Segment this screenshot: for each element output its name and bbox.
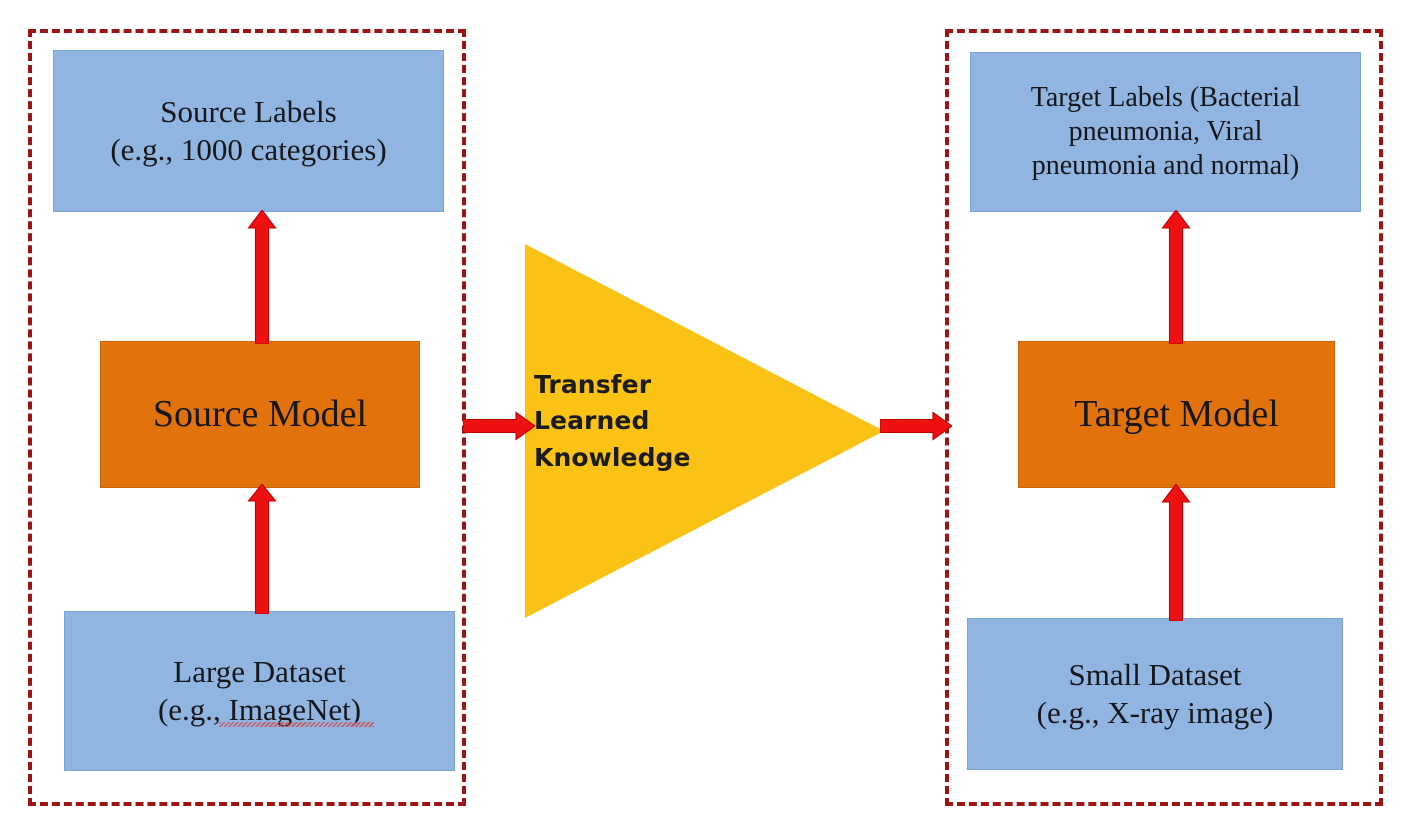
arrow-target-model-to-target-labels [1155,210,1197,344]
small-dataset-line1: Small Dataset [1068,657,1242,693]
large-dataset-line2: (e.g., ImageNet) [157,692,362,727]
source-labels-box[interactable]: Source Labels(e.g., 1000 categories) [53,50,444,212]
target-labels-line3: pneumonia and normal) [1031,150,1300,182]
source-domain-panel [28,29,466,806]
arrow-source-model-to-transfer [463,404,535,448]
source-model-label: Source Model [152,393,368,436]
target-labels-line1: Target Labels (Bacterial [1030,81,1301,113]
transfer-knowledge-triangle [520,240,886,622]
small-dataset-box[interactable]: Small Dataset(e.g., X-ray image) [967,618,1343,770]
large-dataset-box[interactable]: Large Dataset(e.g., ImageNet) [64,611,455,771]
arrow-large-dataset-to-source-model [241,484,283,614]
target-model-label: Target Model [1074,393,1279,436]
target-model-box[interactable]: Target Model [1018,341,1335,488]
source-labels-line2: (e.g., 1000 categories) [110,132,387,167]
arrow-transfer-to-target-model [880,404,952,448]
arrow-small-dataset-to-target-model [1155,484,1197,621]
small-dataset-line2: (e.g., X-ray image) [1036,695,1274,730]
transfer-knowledge-label: Transfer Learned Knowledge [534,370,691,472]
small-dataset-text: Small Dataset(e.g., X-ray image) [974,656,1336,732]
target-domain-panel [945,29,1383,806]
large-dataset-line1: Large Dataset [173,654,346,690]
large-dataset-text: Large Dataset(e.g., ImageNet) [71,653,448,729]
source-labels-text: Source Labels(e.g., 1000 categories) [60,93,437,169]
target-labels-line2: pneumonia, Viral [1068,115,1263,147]
arrow-source-model-to-source-labels [241,210,283,344]
source-model-box[interactable]: Source Model [100,341,420,488]
source-labels-line1: Source Labels [160,94,337,130]
